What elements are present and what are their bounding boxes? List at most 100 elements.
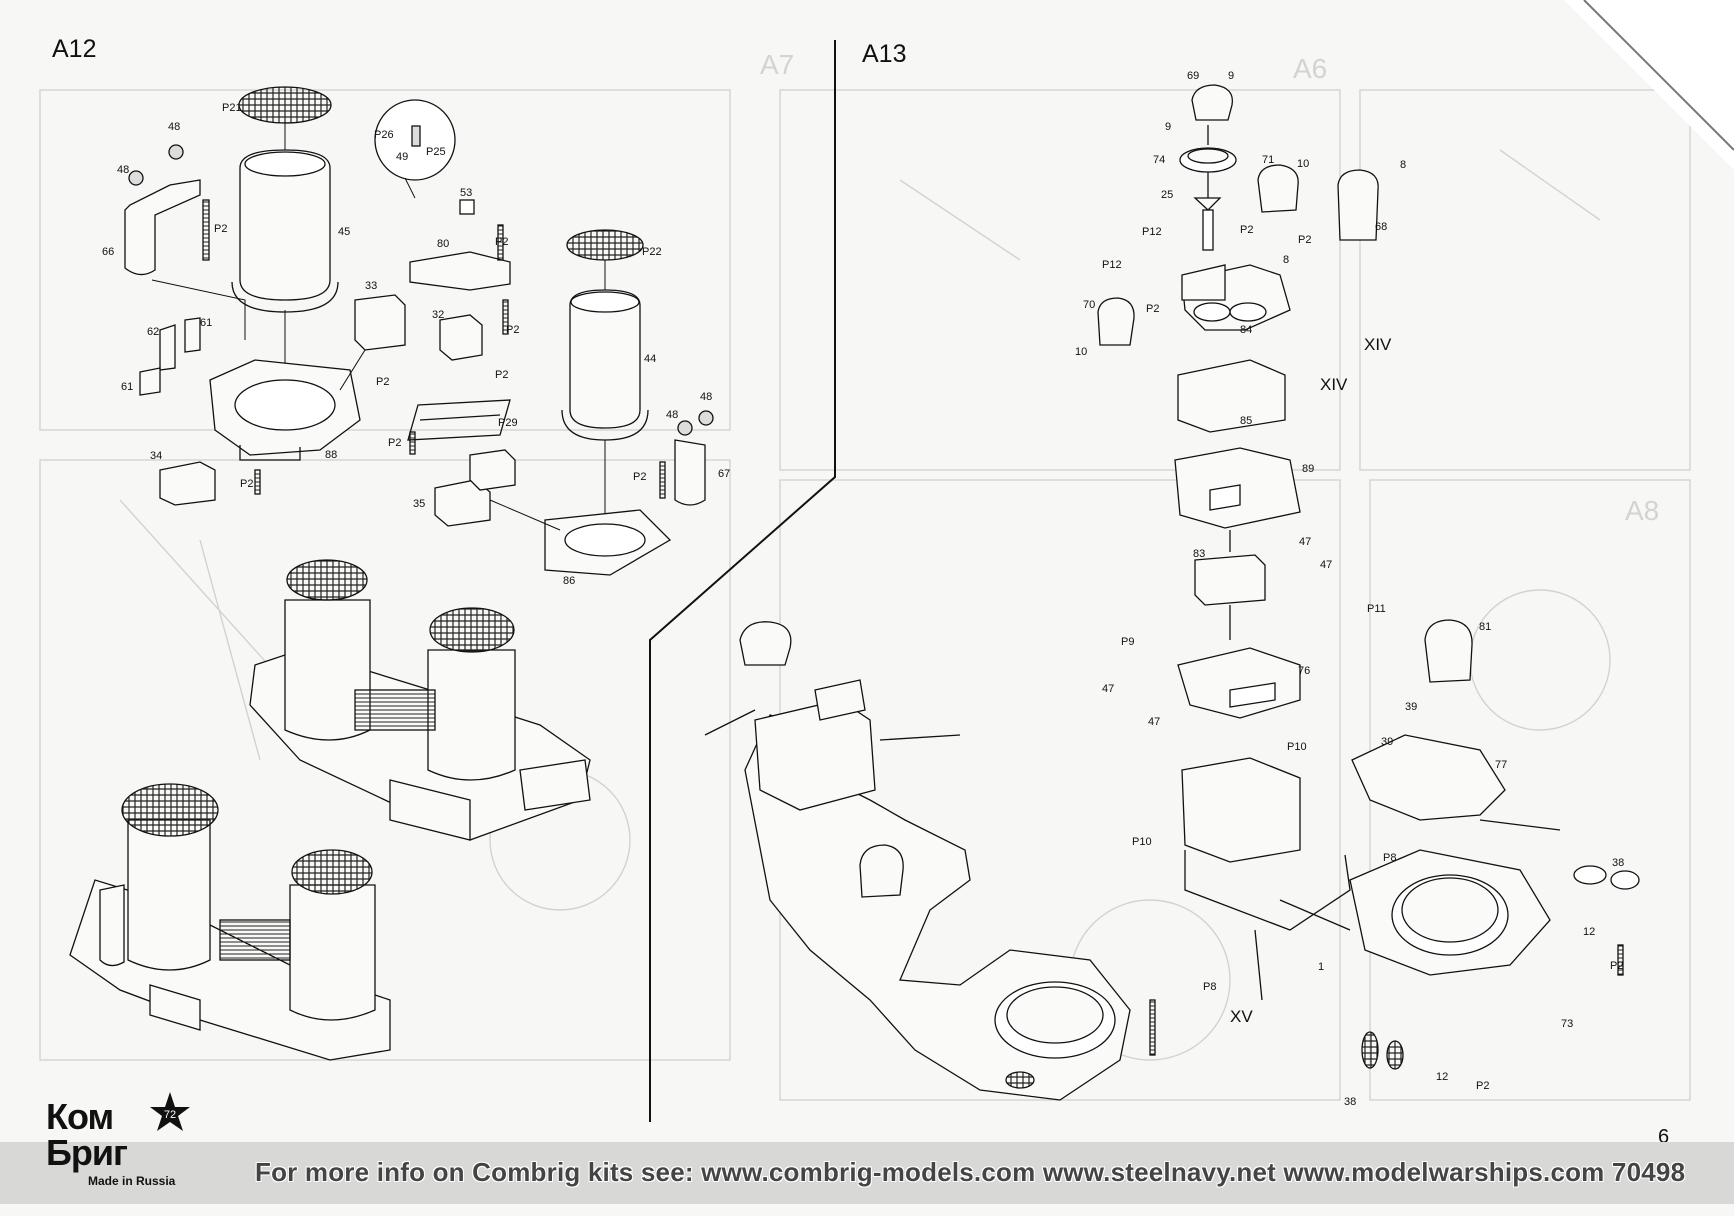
- part-label: P2: [506, 324, 519, 336]
- part-label: 86: [563, 575, 575, 587]
- part-label: 44: [644, 353, 656, 365]
- footer-info-text: For more info on Combrig kits see: www.c…: [255, 1157, 1686, 1187]
- part-label: 77: [1495, 759, 1507, 771]
- part-label: 61: [121, 381, 133, 393]
- star-mark-text: 72: [164, 1109, 176, 1121]
- part-label: 47: [1299, 536, 1311, 548]
- part-label: 48: [168, 121, 180, 133]
- part-label: 32: [432, 309, 444, 321]
- part-label: P2: [495, 369, 508, 381]
- part-label: 71: [1262, 154, 1274, 166]
- part-label: 73: [1561, 1018, 1573, 1030]
- section-title-a12: A12: [52, 35, 96, 63]
- subassembly-ref: XIV: [1320, 375, 1348, 394]
- page-corner-fold: [1564, 0, 1734, 170]
- a13-part-labels: 69 9 9 74 71 10 25 8 P12 P2 P2 68 8 P12 …: [1075, 70, 1624, 1108]
- part-label: 10: [1297, 158, 1309, 170]
- part-label: 70: [1083, 299, 1095, 311]
- a13-exploded-view: [1097, 84, 1640, 1070]
- part-label: P21: [222, 102, 242, 114]
- part-label: 25: [1161, 189, 1173, 201]
- subassembly-ref: XIV: [1364, 335, 1392, 354]
- part-label: 47: [1148, 716, 1160, 728]
- part-label: 12: [1583, 926, 1595, 938]
- part-label: 47: [1102, 683, 1114, 695]
- star-icon: 72: [150, 1092, 190, 1131]
- part-label: 85: [1240, 415, 1252, 427]
- part-label: P2: [1610, 960, 1623, 972]
- part-label: 8: [1400, 159, 1406, 171]
- subassembly-ref: XV: [1230, 1007, 1253, 1026]
- part-label: 33: [365, 280, 377, 292]
- part-label: 68: [1375, 221, 1387, 233]
- logo-tagline: Made in Russia: [88, 1174, 176, 1188]
- part-label: P26: [374, 129, 394, 141]
- part-label: 1: [1318, 961, 1324, 973]
- part-label: 38: [1612, 857, 1624, 869]
- part-label: P22: [642, 246, 662, 258]
- combrig-logo: Ком Бриг Made in Russia 72: [46, 1092, 236, 1192]
- a12-assembled-view-1: [249, 559, 591, 841]
- part-label: 48: [666, 409, 678, 421]
- part-label: 38: [1344, 1096, 1356, 1108]
- part-label: 12: [1436, 1071, 1448, 1083]
- part-label: P25: [426, 146, 446, 158]
- footer-band: [0, 1142, 1734, 1204]
- part-label: 84: [1240, 324, 1252, 336]
- part-label: 80: [437, 238, 449, 250]
- part-label: 45: [338, 226, 350, 238]
- a13-assembled-view: [704, 621, 1156, 1101]
- part-label: P2: [214, 223, 227, 235]
- part-label: 39: [1405, 701, 1417, 713]
- part-label: P8: [1383, 852, 1396, 864]
- part-label: P12: [1102, 259, 1122, 271]
- part-label: 67: [718, 468, 730, 480]
- part-label: 49: [396, 151, 408, 163]
- part-label: 89: [1302, 463, 1314, 475]
- part-label: P2: [1146, 303, 1159, 315]
- part-label: P2: [1240, 224, 1253, 236]
- part-label: 53: [460, 187, 472, 199]
- part-label: 62: [147, 326, 159, 338]
- part-label: P11: [1367, 603, 1386, 615]
- part-label: P2: [240, 478, 253, 490]
- logo-line2: Бриг: [46, 1132, 128, 1173]
- part-label: P12: [1142, 226, 1162, 238]
- part-label: P2: [633, 471, 646, 483]
- section-divider: [649, 40, 836, 1122]
- part-label: 69: [1187, 70, 1199, 82]
- svg-text:A6: A6: [1293, 53, 1327, 84]
- part-label: P10: [1287, 741, 1307, 753]
- part-label: P10: [1132, 836, 1152, 848]
- part-label: P8: [1203, 981, 1216, 993]
- part-label: 83: [1193, 548, 1205, 560]
- part-label: 9: [1228, 70, 1234, 82]
- svg-text:A7: A7: [760, 49, 794, 80]
- part-label: 8: [1283, 254, 1289, 266]
- part-label: 66: [102, 246, 114, 258]
- part-label: P2: [1476, 1080, 1489, 1092]
- part-label: 35: [413, 498, 425, 510]
- part-label: P2: [376, 376, 389, 388]
- part-label: 74: [1153, 154, 1165, 166]
- part-label: P2: [388, 437, 401, 449]
- svg-text:A8: A8: [1625, 495, 1659, 526]
- part-label: P29: [498, 417, 518, 429]
- part-label: 9: [1165, 121, 1171, 133]
- part-label: 10: [1075, 346, 1087, 358]
- part-label: 61: [200, 317, 212, 329]
- section-title-a13: A13: [862, 40, 906, 68]
- part-label: 81: [1479, 621, 1491, 633]
- part-label: 34: [150, 450, 162, 462]
- part-label: 48: [700, 391, 712, 403]
- part-label: 88: [325, 449, 337, 461]
- a12-assembled-view-2: [69, 783, 391, 1061]
- page-number: 6: [1658, 1126, 1670, 1148]
- part-label: P2: [1298, 234, 1311, 246]
- part-label: 47: [1320, 559, 1332, 571]
- a12-exploded-view: [124, 86, 714, 576]
- part-label: 48: [117, 164, 129, 176]
- part-label: 76: [1298, 665, 1310, 677]
